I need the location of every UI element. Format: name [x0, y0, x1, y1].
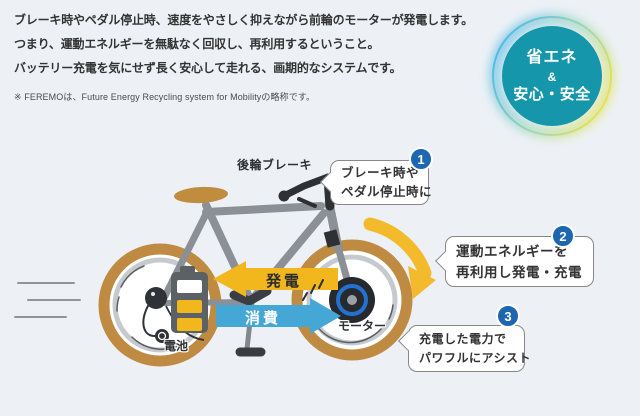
consume-arrow-label: 消費	[245, 310, 282, 327]
crank-pedals	[229, 286, 272, 306]
callout-3-line-1: 充電した電力で	[419, 331, 507, 346]
intro-line-2: つまり、運動エネルギーを無駄なく回収し、再利用するということ。	[14, 37, 380, 51]
motor-hub	[329, 277, 375, 323]
callout-2-line-2: 再利用し発電・充電	[456, 264, 582, 280]
motor-ticks-icon	[302, 279, 324, 301]
callout-bubble-3: 充電した電力で パワフルにアシスト	[398, 325, 532, 372]
eco-badge-line-3: 安心・安全	[513, 85, 591, 103]
eco-badge-text: 省エネ & 安心・安全	[482, 6, 622, 146]
step-1-number-badge: 1	[409, 147, 433, 171]
step-2-number-badge: 2	[551, 224, 575, 248]
step-3-number-badge: 3	[496, 304, 520, 328]
kinetic-energy-arrow	[363, 217, 436, 299]
saddle	[174, 186, 228, 204]
callout-3-line-2: パワフルにアシスト	[419, 350, 532, 365]
consume-arrow	[216, 298, 341, 334]
handlebar	[278, 173, 335, 211]
eco-badge-line-1: 省エネ	[526, 48, 578, 66]
callout-2-line-1: 運動エネルギーを	[456, 243, 568, 259]
eco-badge-rings	[489, 13, 615, 139]
intro-line-1: ブレーキ時やペダル停止時、速度をやさしく抑えながら前輪のモーターが発電します。	[14, 13, 474, 27]
intro-line-3: バッテリー充電を気にせず長く安心して走れる、画期的なシステムです。	[14, 61, 402, 75]
callout-bubble-2: 運動エネルギーを 再利用し発電・充電	[435, 236, 594, 287]
head-tube-band	[323, 229, 341, 248]
battery-label: 電池	[164, 339, 189, 353]
battery	[171, 266, 208, 333]
speed-lines-icon	[14, 282, 81, 318]
rear-gear-cluster	[142, 287, 205, 343]
eco-badge: 省エネ & 安心・安全	[482, 6, 622, 146]
brake-lever	[297, 197, 317, 208]
eco-badge-line-2: &	[547, 69, 557, 84]
generate-arrow	[213, 261, 338, 297]
motor-label: モーター	[338, 319, 387, 333]
feremo-footnote: ※ FEREMOは、Future Energy Recycling system…	[14, 92, 316, 102]
callout-bubble-1: ブレーキ時や ペダル停止時に	[320, 160, 433, 205]
intro-text: ブレーキ時やペダル停止時、速度をやさしく抑えながら前輪のモーターが発電します。 …	[14, 8, 473, 80]
callout-1-line-2: ペダル停止時に	[341, 184, 433, 199]
rear-brake-label: 後輪ブレーキ	[237, 158, 313, 172]
generate-arrow-label: 発電	[266, 273, 303, 290]
callout-1-line-1: ブレーキ時や	[341, 165, 420, 180]
